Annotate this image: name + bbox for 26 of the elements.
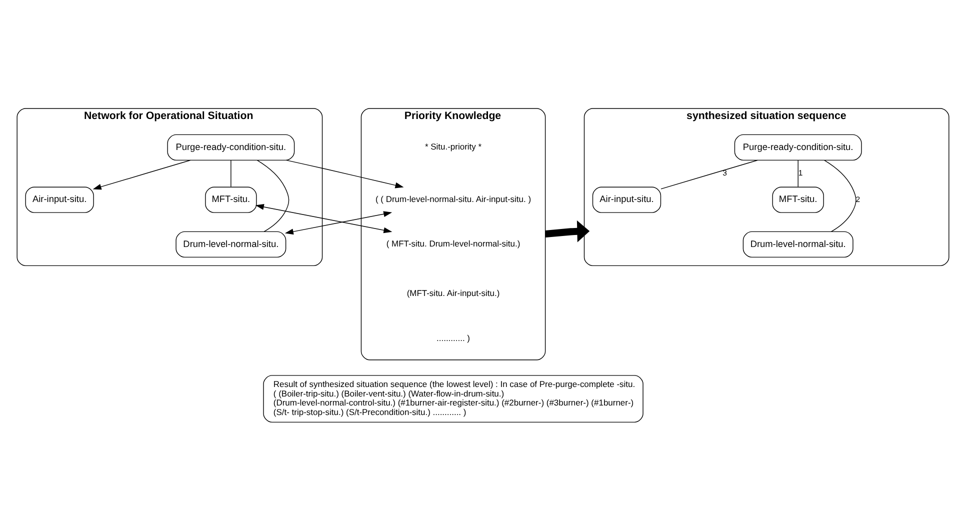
edge-label: 2 [856, 194, 860, 204]
arrow [284, 210, 392, 234]
node-text: ( MFT-situ. Drum-level-normal-situ.) [386, 238, 520, 248]
node-box: Drum-level-normal-situ. [176, 230, 286, 258]
edge-label: 3 [722, 168, 727, 178]
node-text: ............ ) [436, 332, 470, 342]
arrow [255, 204, 392, 233]
connector [230, 159, 232, 187]
node-box: Drum-level-normal-situ. [742, 230, 854, 258]
arrow [92, 159, 191, 190]
node-box: Purge-ready-condition-situ. [167, 134, 295, 160]
node-box: MFT-situ. [205, 186, 257, 212]
node-box: Air-input-situ. [592, 186, 662, 212]
node-box: MFT-situ. [772, 186, 824, 212]
node-text: (MFT-situ. Air-input-situ.) [406, 288, 500, 298]
edge-label: 1 [798, 168, 803, 178]
node-text: ( ( Drum-level-normal-situ. Air-input-situ. ) [375, 194, 532, 204]
arrow [286, 159, 404, 188]
node-text: * Situ.-priority * [424, 141, 482, 152]
connector [660, 159, 758, 189]
node-box: Purge-ready-condition-situ. [734, 134, 862, 160]
node-box: Result of synthesized situation sequence (the lowest level) : In case of Pre-purge-complete -situ. ( (Boiler-trip-situ.) (Boiler-vent-situ.) (Water-flow-in-drum-situ.) (Drum-level-normal-control-situ.) (#1burner-air-register-situ.) (#2burner-) (#3burner-) (#1burner-) (S/t- trip-stop-situ.) (S/t-Precondition-situ.) ............ ) [263, 374, 644, 422]
node-box: Air-input-situ. [25, 186, 94, 212]
connector [824, 159, 856, 232]
arrow [544, 220, 590, 242]
connector [256, 159, 290, 232]
